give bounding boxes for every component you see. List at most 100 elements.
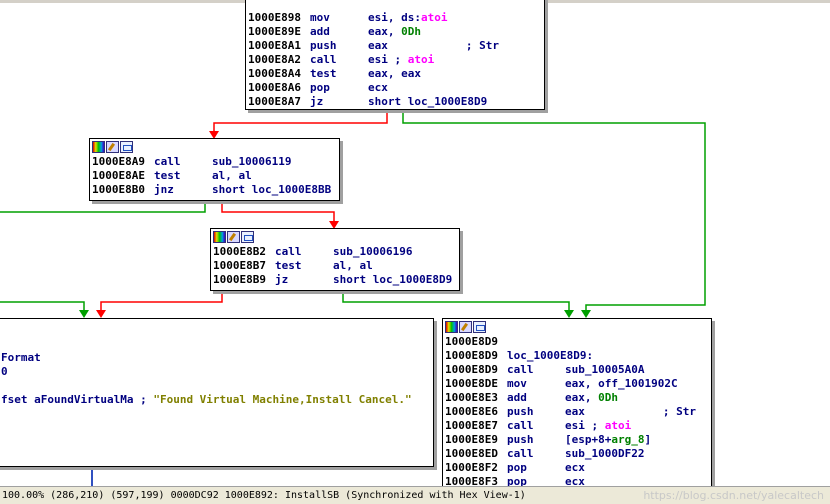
edge-node1-node4 — [402, 110, 706, 312]
asm-comment: ; Str — [662, 405, 696, 418]
edge-arrow — [564, 310, 574, 318]
asm-address: 1000E8DE — [445, 377, 498, 390]
left-node-line-1: Format — [1, 351, 41, 364]
code-block-node-left[interactable]: Format 0 fset aFoundVirtualMa ; "Found V… — [0, 318, 434, 467]
asm-mnemonic: push — [507, 433, 534, 446]
asm-address: 1000E8A4 — [248, 67, 301, 80]
asm-number: arg_8 — [611, 433, 645, 446]
asm-mnemonic: mov — [507, 377, 527, 390]
asm-operand: eax, — [368, 25, 402, 38]
asm-address: 1000E8ED — [445, 447, 498, 460]
asm-mnemonic: loc_1000E8D9: — [507, 349, 594, 362]
edge-arrow — [209, 131, 219, 139]
edge-arrow — [96, 310, 106, 318]
asm-address: 1000E8AE — [92, 169, 145, 182]
asm-operand: short loc_1000E8D9 — [333, 273, 453, 286]
rename-icon[interactable] — [106, 141, 119, 153]
asm-operand: ecx — [565, 461, 585, 474]
asm-comment: ; Str — [465, 39, 499, 52]
graph-icon[interactable] — [120, 141, 133, 153]
asm-address: 1000E8A7 — [248, 95, 301, 108]
asm-address: 1000E8B0 — [92, 183, 145, 196]
asm-import-name: atoi — [407, 53, 435, 66]
edge-node1-node2 — [213, 110, 388, 133]
asm-mnemonic: jnz — [154, 183, 174, 196]
asm-line: 1000E8DE mov eax, off_1001902C — [445, 377, 709, 391]
asm-number: 0Dh — [401, 25, 421, 38]
node-header — [211, 229, 459, 245]
asm-number: 0Dh — [598, 391, 618, 404]
asm-mnemonic: jz — [275, 273, 289, 286]
asm-mnemonic: call — [507, 363, 534, 376]
asm-operand: ecx — [368, 81, 388, 94]
asm-address: 1000E8D9 — [445, 335, 498, 348]
asm-address: 1000E8A2 — [248, 53, 301, 66]
rename-icon[interactable] — [459, 321, 472, 333]
status-bar: 100.00% (286,210) (597,199) 0000DC92 100… — [0, 486, 830, 504]
graph-edges — [0, 110, 706, 486]
asm-mnemonic: call — [507, 447, 534, 460]
asm-address: 1000E8B2 — [213, 245, 266, 258]
color-icon[interactable] — [92, 141, 105, 153]
asm-operand: [esp+8+ — [565, 433, 612, 446]
edge-node2-node3 — [221, 200, 335, 223]
color-icon[interactable] — [445, 321, 458, 333]
asm-mnemonic — [507, 335, 565, 349]
edge-node3-left — [100, 291, 223, 312]
asm-import-name: atoi — [604, 419, 632, 432]
asm-address: 1000E8E9 — [445, 433, 498, 446]
left-node-line-3: fset aFoundVirtualMa ; "Found Virtual Ma… — [1, 393, 412, 406]
asm-operand: sub_10006119 — [212, 155, 292, 168]
graph-icon[interactable] — [241, 231, 254, 243]
edge-node3-node4 — [342, 291, 570, 312]
edge-arrow — [581, 310, 591, 318]
asm-mnemonic: call — [507, 419, 534, 432]
asm-operand: eax, off_1001902C — [565, 377, 678, 390]
asm-import-name: atoi — [420, 11, 448, 24]
rename-icon[interactable] — [227, 231, 240, 243]
asm-mnemonic: test — [310, 67, 337, 80]
asm-mnemonic: mov — [310, 11, 330, 24]
left-node-line-2: 0 — [1, 365, 8, 378]
color-icon[interactable] — [213, 231, 226, 243]
asm-line: 1000E8D9 — [445, 335, 709, 349]
edge-arrow — [329, 221, 339, 229]
asm-address: 1000E8B7 — [213, 259, 266, 272]
asm-mnemonic: pop — [507, 475, 527, 486]
edge-node2-left — [0, 200, 206, 213]
graph-icon[interactable] — [473, 321, 486, 333]
asm-operand: short loc_1000E8BB — [212, 183, 332, 196]
asm-operand: eax — [565, 405, 585, 418]
asm-operand: esi, ds: — [368, 11, 421, 24]
asm-address: 1000E8B9 — [213, 273, 266, 286]
left-node-string: "Found Virtual Machine,Install Cancel." — [153, 393, 412, 406]
asm-mnemonic: add — [507, 391, 527, 404]
asm-address: 1000E8D9 — [445, 349, 498, 362]
asm-address: 1000E8F3 — [445, 475, 498, 486]
watermark: https://blog.csdn.net/yalecaltech — [643, 489, 824, 502]
asm-address: 1000E8E6 — [445, 405, 498, 418]
asm-address: 1000E89E — [248, 25, 301, 38]
asm-operand: sub_10006196 — [333, 245, 413, 258]
asm-operand: esi ; — [368, 53, 408, 66]
